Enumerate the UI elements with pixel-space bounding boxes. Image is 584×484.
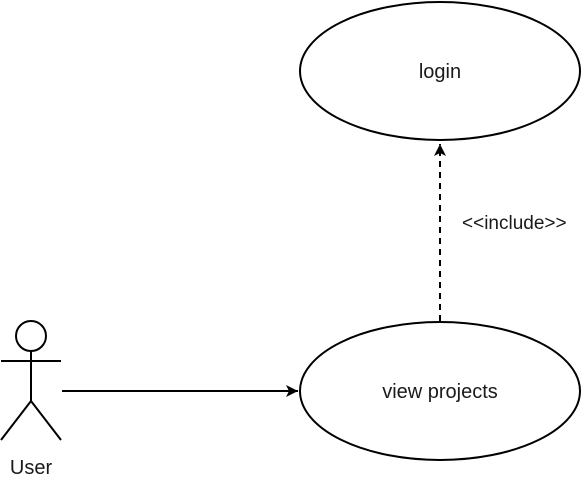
actor-left-leg <box>0 400 32 441</box>
use-case-view-projects-label: view projects <box>382 381 498 403</box>
actor-head <box>15 320 47 352</box>
use-case-view-projects-shape <box>299 321 581 461</box>
include-label: <<include>> <box>462 213 567 234</box>
use-case-login[interactable]: login <box>299 1 581 141</box>
include-relation[interactable]: <<include>> <box>434 144 567 321</box>
use-case-view-projects[interactable]: view projects <box>299 321 581 461</box>
actor-user[interactable]: User <box>0 320 62 479</box>
actor-right-leg <box>30 400 62 441</box>
actor-user-label: User <box>10 457 53 479</box>
use-case-login-label: login <box>419 61 461 83</box>
stick-figure-icon <box>0 320 62 441</box>
use-case-login-shape <box>299 1 581 141</box>
